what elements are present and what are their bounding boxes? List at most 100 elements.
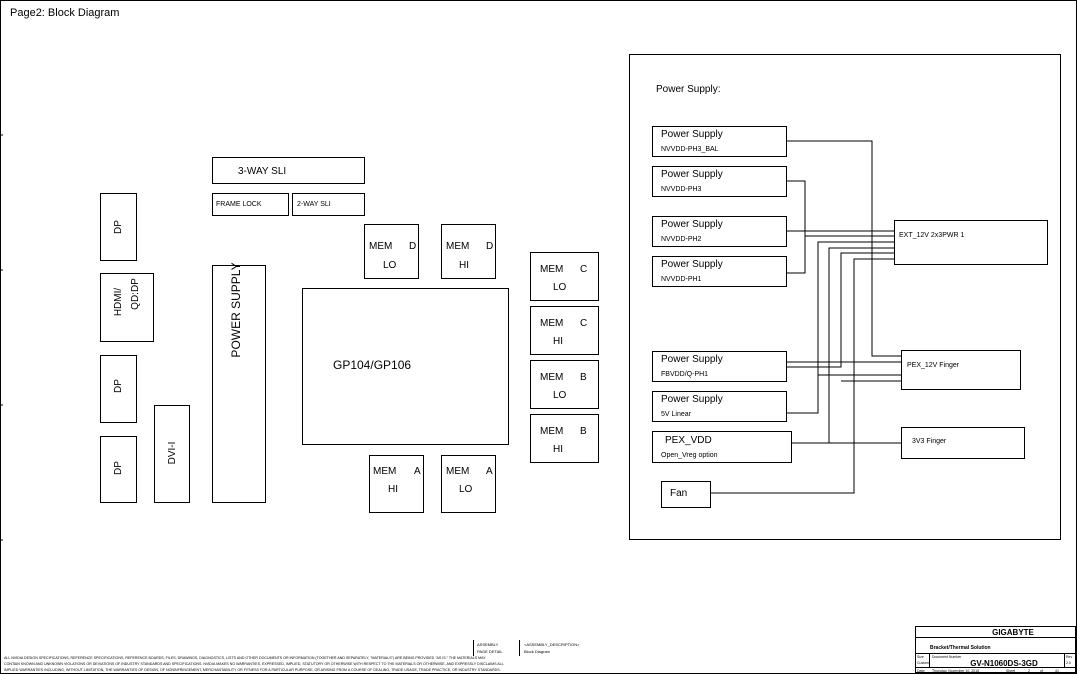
ps-rail: NVVDD-PH3	[661, 186, 702, 193]
sheet-title: Bracket/Thermal Solution	[930, 645, 991, 651]
mem-bank: D	[409, 241, 416, 252]
mem-half: LO	[459, 484, 473, 495]
dp-2-label: DP	[113, 379, 124, 393]
sli-2way-block: 2-WAY SLI	[292, 193, 365, 216]
ps-name: Power Supply	[661, 169, 723, 180]
mem-half: HI	[553, 336, 563, 347]
mem-label: MEM	[446, 466, 469, 477]
mem-bank: C	[580, 318, 587, 329]
ps-name: Power Supply	[661, 354, 723, 365]
custom-label: Custom	[917, 661, 929, 665]
gpu-block: GP104/GP106	[302, 288, 509, 445]
doc-number-label: Document Number	[932, 655, 962, 659]
frame-lock-label: FRAME LOCK	[216, 201, 262, 208]
page-title: Page2: Block Diagram	[10, 7, 119, 19]
ps-name: Power Supply	[661, 259, 723, 270]
mem-half: HI	[388, 484, 398, 495]
dp-1-label: DP	[113, 220, 124, 234]
ps-rail: NVVDD-PH2	[661, 236, 702, 243]
sheets-value: 41	[1055, 669, 1059, 673]
mem-bank: B	[580, 426, 587, 437]
mem-b-hi-block: MEM B HI	[530, 414, 599, 463]
mem-label: MEM	[369, 241, 392, 252]
page-detail-label: PAGE DETAIL	[477, 649, 503, 654]
ext-12v-label: EXT_12V 2x3PWR 1	[899, 232, 964, 239]
date-value: Thursday, November 10, 2016	[932, 669, 979, 673]
mem-half: HI	[459, 260, 469, 271]
pex-12v-finger: PEX_12V Finger	[901, 350, 1021, 390]
frame-lock-block: FRAME LOCK	[212, 193, 289, 216]
disclaimer-line-3: IMPLIED WARRANTIES INCLUDING, WITHOUT LI…	[4, 668, 501, 672]
ps-name: Power Supply	[661, 394, 723, 405]
company-name: GIGABYTE	[992, 628, 1034, 637]
mem-half: LO	[553, 282, 567, 293]
of-label: of	[1040, 669, 1043, 673]
mem-a-lo-block: MEM A LO	[441, 455, 496, 513]
sheet-label: Sheet	[1006, 669, 1015, 673]
mem-bank: C	[580, 264, 587, 275]
mem-half: HI	[553, 444, 563, 455]
pex-vdd-block: PEX_VDD Open_Vreg option	[652, 431, 792, 463]
fan-block: Fan	[661, 481, 711, 508]
mem-c-hi-block: MEM C HI	[530, 306, 599, 355]
mem-half: LO	[553, 390, 567, 401]
ps-nvvdd-ph3: Power Supply NVVDD-PH3	[652, 166, 787, 197]
disclaimer-line-1: ALL NVIDIA DESIGN SPECIFICATIONS, REFERE…	[4, 656, 486, 660]
ext-12v-connector: EXT_12V 2x3PWR 1	[894, 220, 1048, 265]
mem-label: MEM	[446, 241, 469, 252]
ps-rail: NVVDD-PH3_BAL	[661, 146, 719, 153]
hdmi-connector: HDMI/ QD:DP	[100, 273, 154, 342]
sli-3way-label: 3-WAY SLI	[238, 166, 286, 177]
power-wires	[711, 140, 901, 494]
gpu-label: GP104/GP106	[333, 358, 411, 372]
mem-bank: D	[486, 241, 493, 252]
dvi-label: DVI-I	[167, 442, 178, 465]
sli-3way-block: 3-WAY SLI	[212, 157, 365, 184]
pex-12v-label: PEX_12V Finger	[907, 362, 960, 369]
mem-a-hi-block: MEM A HI	[369, 455, 424, 513]
dp-connector-1: DP	[100, 193, 137, 261]
mem-label: MEM	[540, 372, 563, 383]
sheet-value: 2	[1028, 669, 1030, 673]
power-supply-block: POWER SUPPLY	[212, 262, 266, 503]
rev-label: Rev	[1066, 655, 1072, 659]
3v3-finger: 3V3 Finger	[901, 427, 1025, 459]
mem-label: MEM	[540, 426, 563, 437]
mem-label: MEM	[540, 264, 563, 275]
pex-vdd-rail: Open_Vreg option	[661, 452, 718, 459]
block-diagram-label: Block Diagram	[524, 649, 551, 654]
assembly-label: ASSEMBLY	[477, 642, 499, 647]
pex-vdd-name: PEX_VDD	[665, 435, 712, 446]
ps-rail: NVVDD-PH1	[661, 276, 702, 283]
mem-bank: A	[486, 466, 493, 477]
mem-d-lo-block: MEM D LO	[364, 224, 419, 279]
date-label: Date:	[917, 669, 925, 673]
ps-fbvddq-ph1: Power Supply FBVDD/Q-PH1	[652, 351, 787, 382]
dvi-connector: DVI-I	[154, 405, 190, 503]
dp-3-label: DP	[113, 461, 124, 475]
rev-value: 2.0	[1066, 661, 1071, 665]
3v3-label: 3V3 Finger	[912, 438, 947, 445]
ps-nvvdd-ph2: Power Supply NVVDD-PH2	[652, 216, 787, 247]
mem-d-hi-block: MEM D HI	[441, 224, 496, 279]
mem-label: MEM	[540, 318, 563, 329]
ps-rail: 5V Linear	[661, 411, 692, 418]
assembly-description: <ASSEMBLY_DESCRIPTION>	[524, 642, 580, 647]
disclaimer-line-2: CONTAIN KNOWN AND UNKNOWN VIOLATIONS OR …	[4, 662, 504, 666]
ps-name: Power Supply	[661, 219, 723, 230]
doc-number: GV-N1060DS-3GD	[970, 659, 1038, 668]
dp-connector-2: DP	[100, 355, 137, 423]
mem-bank: A	[414, 466, 421, 477]
dp-connector-3: DP	[100, 436, 137, 503]
fan-label: Fan	[670, 488, 687, 499]
size-label: Size	[917, 655, 924, 659]
sli-2way-label: 2-WAY SLI	[297, 201, 331, 208]
hdmi-label-b: QD:DP	[130, 278, 141, 310]
power-panel-title: Power Supply:	[656, 84, 720, 95]
title-block: GIGABYTE Bracket/Thermal Solution Size C…	[915, 626, 1076, 673]
mem-half: LO	[383, 260, 397, 271]
mem-bank: B	[580, 372, 587, 383]
ps-name: Power Supply	[661, 129, 723, 140]
ps-nvvdd-ph3-bal: Power Supply NVVDD-PH3_BAL	[652, 126, 787, 157]
